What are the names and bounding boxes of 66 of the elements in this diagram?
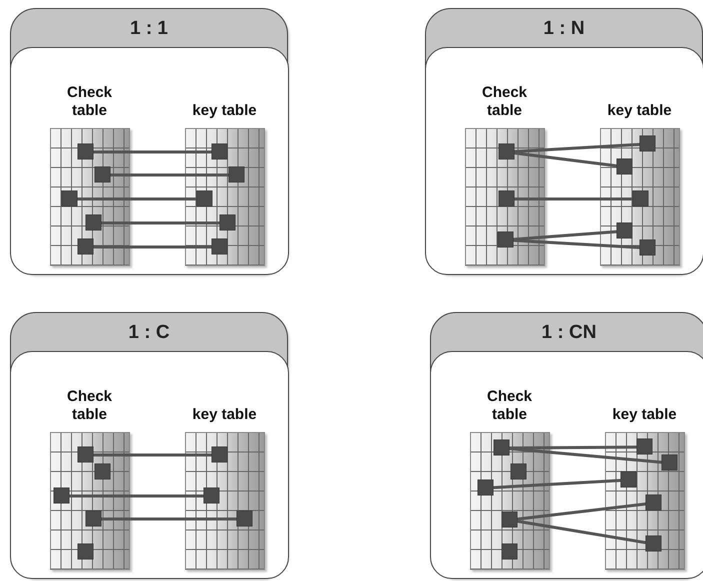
connector-line xyxy=(517,520,647,544)
key-square xyxy=(86,511,101,526)
key-square xyxy=(633,191,648,206)
key-square xyxy=(95,464,110,479)
key-square xyxy=(494,440,509,455)
connector-line xyxy=(493,478,622,490)
key-square xyxy=(478,480,493,495)
connector-line xyxy=(514,198,634,200)
key-square xyxy=(204,488,219,503)
connector-line xyxy=(509,446,638,450)
connector-line xyxy=(94,454,212,456)
key-square xyxy=(95,167,110,182)
panel-title: 1 : CN xyxy=(540,321,598,345)
table-heading: Check table xyxy=(480,84,528,120)
key-square xyxy=(220,215,235,230)
key-square xyxy=(229,167,244,182)
table-heading: Check table xyxy=(66,84,114,120)
key-square xyxy=(78,239,93,254)
connector-line xyxy=(514,142,641,154)
connector-line xyxy=(70,494,204,498)
connector-line xyxy=(513,230,618,241)
key-square xyxy=(86,215,101,230)
key-square xyxy=(617,223,632,238)
table-heading: key table xyxy=(612,406,678,424)
key-square xyxy=(54,488,69,503)
key-square xyxy=(646,536,661,551)
panel-title: 1 : N xyxy=(542,17,586,41)
key-square xyxy=(62,191,77,206)
connector-line xyxy=(102,222,220,224)
key-square xyxy=(78,447,93,462)
key-square xyxy=(640,136,655,151)
table-heading: key table xyxy=(192,102,258,120)
key-square xyxy=(617,159,632,174)
connector-line xyxy=(509,447,663,464)
connector-line xyxy=(517,502,647,521)
connector-line xyxy=(94,150,212,154)
key-square xyxy=(212,239,227,254)
table-heading: Check table xyxy=(66,388,114,424)
table-heading: key table xyxy=(606,102,672,120)
panel-card xyxy=(10,312,288,578)
key-square xyxy=(212,144,227,159)
key-square xyxy=(498,232,513,247)
table-heading: key table xyxy=(192,406,258,424)
panel-title: 1 : C xyxy=(127,321,171,345)
key-square xyxy=(212,447,227,462)
key-square xyxy=(78,144,93,159)
key-square xyxy=(78,544,93,559)
key-square xyxy=(499,191,514,206)
key-square xyxy=(502,544,517,559)
key-square xyxy=(621,472,636,487)
connector-line xyxy=(513,238,641,250)
connector-line xyxy=(94,246,212,248)
table-heading: Check table xyxy=(486,388,534,424)
key-square xyxy=(640,240,655,255)
key-square xyxy=(646,495,661,510)
connector-line xyxy=(110,174,230,176)
connector-line xyxy=(514,151,618,168)
key-square xyxy=(662,455,677,470)
key-square xyxy=(499,144,514,159)
key-square xyxy=(637,439,652,454)
key-square xyxy=(511,464,526,479)
panel-title: 1 : 1 xyxy=(128,17,170,41)
key-square xyxy=(237,511,252,526)
key-square xyxy=(197,191,212,206)
panel-card xyxy=(10,8,288,274)
key-square xyxy=(502,512,517,527)
